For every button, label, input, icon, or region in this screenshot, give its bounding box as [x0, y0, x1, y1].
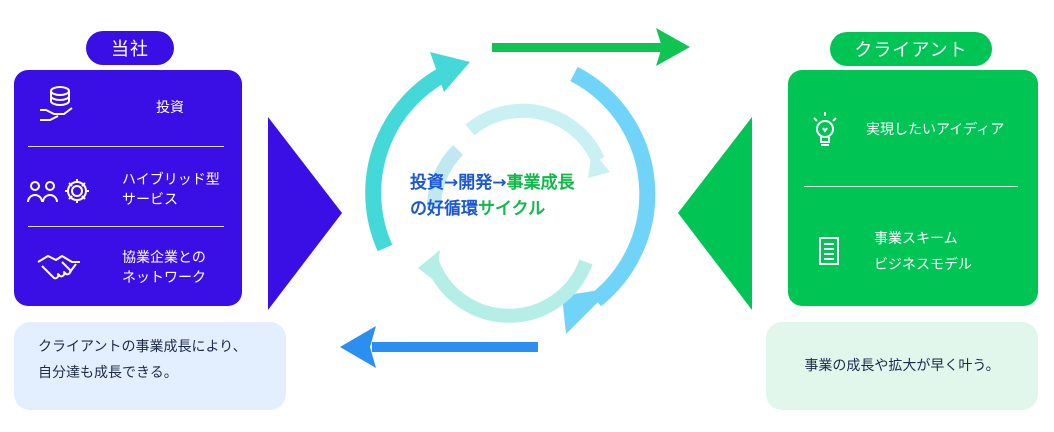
- coins-hand-icon: [36, 84, 76, 124]
- divider: [28, 226, 224, 227]
- top-right-arrow: [492, 28, 690, 66]
- cycle-caption-part1: 投資→開発→: [410, 173, 507, 193]
- lightbulb-icon: [812, 110, 838, 150]
- company-panel: 投資 ハイブリッド型 サービス 協業企業との ネットワーク: [14, 70, 242, 306]
- partner-network-text: 協業企業との ネットワーク: [122, 250, 206, 286]
- client-panel: 実現したいアイディア 事業スキーム ビジネスモデル: [788, 70, 1038, 306]
- company-label: 当社: [86, 31, 174, 65]
- client-label: クライアント: [830, 32, 992, 66]
- divider: [28, 146, 224, 147]
- left-pointer-arrow: [268, 117, 342, 310]
- client-benefit-note: 事業の成長や拡大が早く叶う。: [766, 322, 1038, 410]
- people-gear-icon: [26, 174, 94, 208]
- cycle-caption-part2: 事業成長: [506, 173, 575, 193]
- divider: [804, 186, 1018, 187]
- cycle-caption-line2-green: サイクル: [478, 199, 546, 219]
- inner-cycle: [418, 103, 610, 323]
- handshake-icon: [36, 250, 82, 284]
- company-benefit-note: クライアントの事業成長により、 自分達も成長できる。: [14, 322, 286, 410]
- right-pointer-arrow: [678, 117, 752, 310]
- idea-text: 実現したいアイディア: [866, 122, 1005, 138]
- outer-cycle: [365, 52, 656, 334]
- cycle-caption: 投資→開発→事業成長 の好循環サイクル: [410, 170, 630, 222]
- business-scheme-text: 事業スキーム ビジネスモデル: [874, 231, 972, 273]
- document-icon: [818, 236, 842, 266]
- hybrid-service-text: ハイブリッド型 サービス: [122, 172, 220, 208]
- cycle-caption-line2-blue: の好循環: [410, 199, 478, 219]
- bottom-left-arrow: [340, 326, 538, 368]
- invest-text: 投資: [156, 100, 184, 116]
